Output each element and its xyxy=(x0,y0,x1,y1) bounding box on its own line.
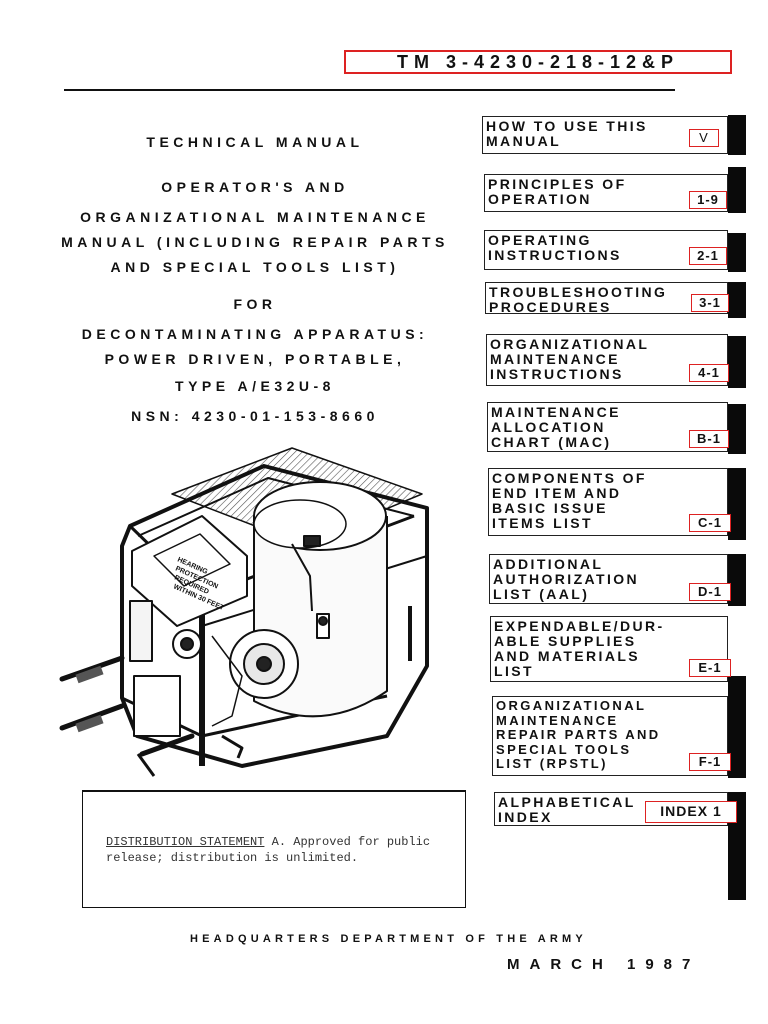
tab-troubleshooting[interactable]: TROUBLESHOOTING PROCEDURES 3-1 xyxy=(485,282,729,315)
tab-organizational-maintenance[interactable]: ORGANIZATIONAL MAINTENANCE INSTRUCTIONS … xyxy=(486,334,729,386)
equipment-name: POWER DRIVEN, PORTABLE, xyxy=(104,351,406,367)
tab-label: PRINCIPLES OF OPERATION xyxy=(488,176,627,207)
tab-label: OPERATING INSTRUCTIONS xyxy=(488,232,622,263)
title-line: OPERATOR'S AND xyxy=(161,179,349,195)
agency-name: HEADQUARTERS DEPARTMENT OF THE ARMY xyxy=(190,933,587,945)
tab-page-ref[interactable]: 2-1 xyxy=(689,247,727,265)
tab-label: TROUBLESHOOTING PROCEDURES xyxy=(489,284,668,315)
tab-page-ref[interactable]: INDEX 1 xyxy=(645,801,737,823)
tab-how-to-use[interactable]: HOW TO USE THIS MANUAL V xyxy=(482,116,728,154)
tab-label: COMPONENTS OF END ITEM AND BASIC ISSUE I… xyxy=(492,470,647,531)
equipment-illustration: HEARING PROTECTION REQUIRED WITHIN 30 FE… xyxy=(59,447,429,777)
tm-number: TM 3-4230-218-12&P xyxy=(344,50,732,74)
header-rule xyxy=(64,89,675,91)
tab-repair-parts-list[interactable]: ORGANIZATIONAL MAINTENANCE REPAIR PARTS … xyxy=(492,696,731,776)
tab-label: ADDITIONAL AUTHORIZATION LIST (AAL) xyxy=(493,556,640,602)
thumb-index-edge xyxy=(728,115,746,900)
tab-page-ref[interactable]: 1-9 xyxy=(689,191,727,209)
tab-page-ref[interactable]: E-1 xyxy=(689,659,731,677)
tab-components-end-item[interactable]: COMPONENTS OF END ITEM AND BASIC ISSUE I… xyxy=(488,468,731,536)
tab-page-ref[interactable]: 4-1 xyxy=(689,364,729,382)
tab-label: ALPHABETICAL INDEX xyxy=(498,794,636,825)
tab-label: ORGANIZATIONAL MAINTENANCE REPAIR PARTS … xyxy=(496,698,661,771)
tab-label: ORGANIZATIONAL MAINTENANCE INSTRUCTIONS xyxy=(490,336,650,382)
distribution-box xyxy=(82,790,466,908)
distribution-label: DISTRIBUTION STATEMENT xyxy=(106,835,265,849)
equipment-type: TYPE A/E32U-8 xyxy=(175,378,335,394)
nsn-number: NSN: 4230-01-153-8660 xyxy=(131,408,379,424)
tab-additional-authorization[interactable]: ADDITIONAL AUTHORIZATION LIST (AAL) D-1 xyxy=(489,554,731,604)
distribution-text: A. Approved for public release; distribu… xyxy=(106,835,431,865)
tab-alphabetical-index[interactable]: ALPHABETICAL INDEX INDEX 1 xyxy=(494,792,737,826)
tab-page-ref[interactable]: C-1 xyxy=(689,514,731,532)
publication-date: MARCH 1987 xyxy=(507,956,701,973)
title-line: MANUAL (INCLUDING REPAIR PARTS xyxy=(61,234,449,250)
distribution-statement: DISTRIBUTION STATEMENT A. Approved for p… xyxy=(106,834,456,866)
manual-type: TECHNICAL MANUAL xyxy=(146,134,364,150)
tab-page-ref[interactable]: V xyxy=(689,129,719,147)
tab-expendable-supplies[interactable]: EXPENDABLE/DUR- ABLE SUPPLIES AND MATERI… xyxy=(490,616,731,682)
tab-label: HOW TO USE THIS MANUAL xyxy=(486,118,648,149)
tab-page-ref[interactable]: B-1 xyxy=(689,430,729,448)
title-line: FOR xyxy=(233,296,277,312)
title-line: AND SPECIAL TOOLS LIST) xyxy=(110,259,400,275)
title-line: ORGANIZATIONAL MAINTENANCE xyxy=(80,209,430,225)
tab-page-ref[interactable]: 3-1 xyxy=(691,294,729,312)
tab-page-ref[interactable]: D-1 xyxy=(689,583,731,601)
tab-label: MAINTENANCE ALLOCATION CHART (MAC) xyxy=(491,404,621,450)
equipment-name: DECONTAMINATING APPARATUS: xyxy=(81,326,429,342)
tab-operating-instructions[interactable]: OPERATING INSTRUCTIONS 2-1 xyxy=(484,230,728,270)
tab-page-ref[interactable]: F-1 xyxy=(689,753,731,771)
tab-label: EXPENDABLE/DUR- ABLE SUPPLIES AND MATERI… xyxy=(494,618,665,679)
tab-maintenance-allocation-chart[interactable]: MAINTENANCE ALLOCATION CHART (MAC) B-1 xyxy=(487,402,729,452)
tab-principles-of-operation[interactable]: PRINCIPLES OF OPERATION 1-9 xyxy=(484,174,728,212)
